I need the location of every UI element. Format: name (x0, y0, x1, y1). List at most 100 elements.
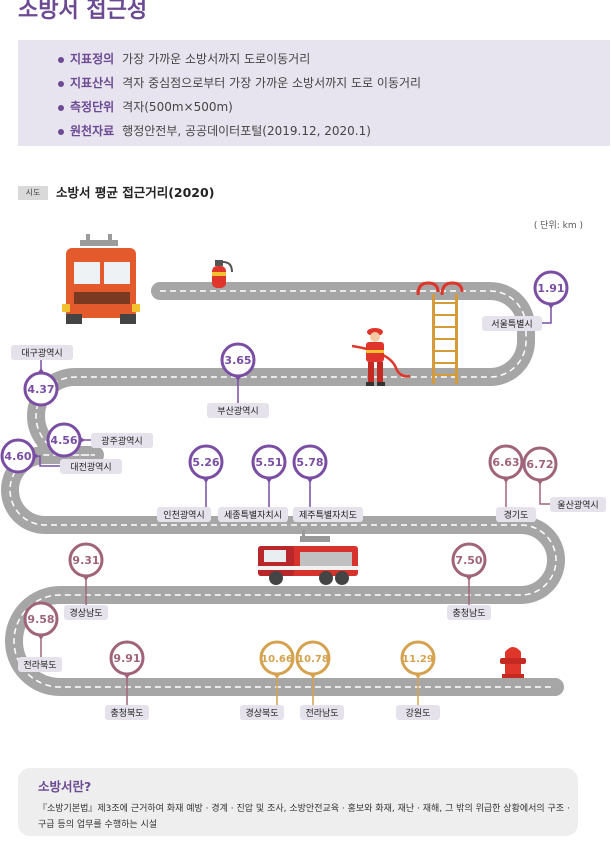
marker-label: 충청남도 (452, 608, 485, 619)
marker-label-box (64, 605, 108, 620)
fire-hydrant-icon (500, 647, 526, 678)
marker-label-box (293, 507, 363, 522)
marker-value: 4.60 (4, 450, 31, 463)
marker-tip (33, 452, 39, 460)
marker-tip (79, 436, 85, 444)
info-row-unit: 측정단위 격자(500m×500m) (58, 95, 610, 119)
marker-label-box (396, 705, 440, 720)
marker-tip (414, 673, 422, 679)
marker-세종특별자치시: 5.51 세종특별자치시 (218, 444, 288, 522)
page-title: 소방서 접근성 (18, 0, 148, 23)
marker-label-box (496, 507, 536, 522)
marker-label: 경상북도 (245, 707, 278, 719)
marker-label: 경상남도 (69, 607, 102, 619)
marker-label-box (105, 705, 149, 720)
fire-truck-icon (62, 234, 140, 324)
marker-label: 강원도 (406, 708, 431, 719)
bullet-icon (58, 80, 64, 87)
marker-강원도: 11.29 강원도 (396, 640, 440, 720)
marker-label-box (447, 605, 491, 620)
marker-tip (82, 575, 90, 581)
info-value: 격자(500m×500m) (122, 100, 233, 114)
marker-경상남도: 9.31 경상남도 (64, 542, 108, 620)
marker-label-box (91, 433, 153, 448)
info-key: 원천자료 (70, 124, 115, 138)
info-key: 측정단위 (70, 100, 115, 114)
marker-tip (273, 673, 281, 679)
marker-label: 서울특별시 (491, 319, 532, 330)
marker-tip (234, 375, 242, 381)
info-key: 지표산식 (70, 76, 115, 90)
marker-value: 5.51 (255, 456, 282, 469)
marker-value: 4.56 (50, 434, 77, 447)
marker-대구광역시: 4.37 대구광역시 (11, 345, 73, 407)
marker-label: 세종특별자치시 (224, 509, 282, 521)
marker-value: 9.91 (113, 652, 140, 665)
marker-label-box (240, 705, 284, 720)
marker-tip (265, 477, 273, 483)
info-row-definition: 지표정의 가장 가까운 소방서까지 도로이동거리 (58, 47, 610, 71)
marker-value: 6.63 (492, 456, 519, 469)
marker-value: 10.78 (297, 654, 329, 665)
marker-울산광역시: 6.72 울산광역시 (522, 446, 606, 512)
marker-label: 전라북도 (23, 660, 56, 671)
firefighter-icon (351, 328, 411, 386)
marker-부산광역시: 3.65 부산광역시 (207, 342, 269, 418)
info-key: 지표정의 (70, 52, 115, 66)
chart-title: 소방서 평균 접근거리(2020) (56, 185, 215, 200)
info-row-formula: 지표산식 격자 중심점으로부터 가장 가까운 소방서까지 도로 이동거리 (58, 71, 610, 95)
marker-value: 5.26 (192, 456, 219, 469)
marker-value: 10.66 (261, 654, 293, 665)
marker-label: 충청북도 (110, 708, 143, 719)
info-value: 격자 중심점으로부터 가장 가까운 소방서까지 도로 이동거리 (122, 76, 422, 90)
marker-label: 인천광역시 (163, 509, 204, 521)
marker-value: 11.29 (402, 654, 434, 665)
fire-engine-icon (258, 530, 358, 585)
marker-label-box (18, 657, 62, 672)
fire-extinguisher-icon (212, 260, 233, 288)
bullet-icon (58, 128, 64, 135)
marker-tip (547, 303, 555, 309)
marker-value: 4.37 (27, 383, 54, 396)
road-center-line (9, 290, 557, 688)
marker-label-box (482, 316, 542, 331)
definition-text: 『소방기본법』제3조에 근거하여 화재 예방 · 경계 · 진압 및 조사, 소… (38, 804, 570, 830)
marker-label: 대구광역시 (21, 347, 62, 359)
marker-label: 전라남도 (305, 708, 338, 719)
marker-대전광역시: 4.60 대전광역시 (0, 438, 122, 474)
marker-value: 9.31 (72, 554, 99, 567)
indicator-info-box: 지표정의 가장 가까운 소방서까지 도로이동거리 지표산식 격자 중심점으로부터 가… (18, 40, 610, 146)
marker-label-box (207, 403, 269, 418)
ladder-icon (416, 281, 464, 384)
marker-label-box (11, 345, 73, 360)
marker-tip (465, 575, 473, 581)
marker-value: 5.78 (296, 456, 323, 469)
info-value: 가장 가까운 소방서까지 도로이동거리 (122, 52, 311, 66)
marker-label: 울산광역시 (557, 499, 598, 511)
marker-label: 부산광역시 (217, 405, 258, 417)
marker-label-box (218, 507, 288, 522)
marker-tip (37, 368, 45, 374)
marker-value: 6.72 (526, 458, 553, 471)
bullet-icon (58, 104, 64, 111)
marker-tip (37, 634, 45, 640)
road-surface (1, 282, 565, 696)
marker-경기도: 6.63 경기도 (488, 444, 536, 522)
marker-value: 3.65 (224, 354, 251, 367)
info-value: 행정안전부, 공공데이터포털(2019.12, 2020.1) (122, 124, 371, 138)
marker-label-box (550, 497, 606, 512)
marker-label-box (300, 705, 344, 720)
marker-label: 대전광역시 (70, 461, 111, 473)
marker-tip (502, 477, 510, 483)
marker-stem (539, 480, 550, 505)
marker-label-box (157, 507, 211, 522)
marker-label: 경기도 (504, 509, 529, 521)
marker-tip (202, 477, 210, 483)
marker-전라남도: 10.78 전라남도 (295, 640, 344, 720)
